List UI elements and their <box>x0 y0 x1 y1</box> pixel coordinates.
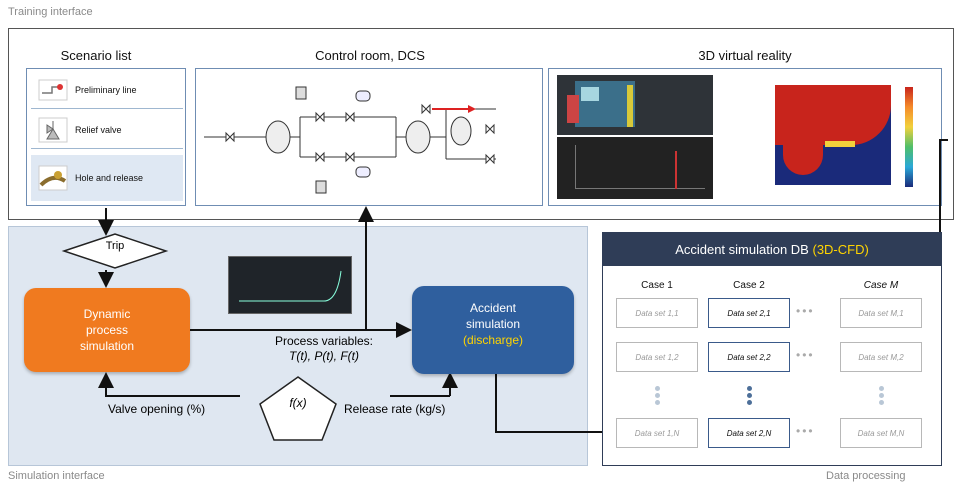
db-ellipsis-h: ••• <box>796 348 815 362</box>
db-case-header: Case M <box>863 280 899 291</box>
scenario-item-label: Hole and release <box>75 173 144 183</box>
db-ellipsis-h: ••• <box>796 304 815 318</box>
db-ellipsis-v <box>746 384 752 407</box>
dynamic-process-simulation-label: Dynamic process simulation <box>79 307 135 353</box>
fx-label: f(x) <box>289 396 307 410</box>
process-variables-list: T(t), P(t), F(t) <box>289 349 359 363</box>
trip-diamond <box>61 233 169 269</box>
control-room-title: Control room, DCS <box>315 48 425 63</box>
relief-valve-icon <box>37 117 69 143</box>
accident-simulation-box <box>412 286 574 374</box>
accident-simulation-line2: simulation <box>465 317 521 331</box>
scenario-item-hole-release[interactable]: Hole and release <box>31 155 183 201</box>
db-cell: Data set 2,N <box>708 418 790 448</box>
db-ellipsis-v <box>878 384 884 407</box>
accident-simulation-line1: Accident <box>469 301 517 315</box>
vr-cfd-contour <box>775 85 891 185</box>
db-cell: Data set M,N <box>840 418 922 448</box>
scenario-list-title: Scenario list <box>60 48 132 63</box>
vr-color-scale <box>905 87 913 187</box>
hole-release-icon <box>37 165 69 191</box>
vr-3d-view <box>557 75 713 135</box>
db-cell: Data set 1,1 <box>616 298 698 328</box>
process-trend-plot <box>228 256 352 314</box>
db-cell: Data set 2,2 <box>708 342 790 372</box>
dcs-panel <box>195 68 543 206</box>
accident-db-header: Accident simulation DB (3D-CFD) <box>602 232 942 266</box>
accident-simulation-line3: (discharge) <box>462 333 524 347</box>
release-rate-label: Release rate (kg/s) <box>344 402 446 416</box>
scenario-item-label: Preliminary line <box>75 84 137 95</box>
db-case-header: Case 1 <box>641 280 673 291</box>
valve-opening-label: Valve opening (%) <box>108 402 206 416</box>
db-cell: Data set 1,2 <box>616 342 698 372</box>
db-cell: Data set M,1 <box>840 298 922 328</box>
db-cell: Data set 2,1 <box>708 298 790 328</box>
pipeline-icon <box>37 77 69 103</box>
accident-db-title: Accident simulation DB <box>675 241 809 257</box>
scenario-list-panel: Preliminary line Relief valve Hole and r… <box>26 68 186 206</box>
process-variables-label: Process variables: T(t), P(t), F(t) <box>234 334 414 364</box>
vr-trend-chart <box>557 137 713 199</box>
vr-title: 3D virtual reality <box>698 48 792 63</box>
accident-db-title-accent: (3D-CFD) <box>812 241 869 257</box>
scenario-item-label: Relief valve <box>75 124 122 135</box>
vr-panel <box>548 68 942 206</box>
db-ellipsis-h: ••• <box>796 424 815 438</box>
accident-simulation-label: Accident simulation (discharge) <box>412 300 574 348</box>
dynamic-process-simulation-box <box>24 288 190 372</box>
dcs-process-flow-diagram <box>204 86 496 194</box>
scenario-item-relief-valve[interactable]: Relief valve <box>31 111 183 149</box>
db-cell: Data set 1,N <box>616 418 698 448</box>
fx-pentagon <box>259 376 337 441</box>
training-interface-label: Training interface <box>8 6 93 18</box>
data-processing-label: Data processing <box>826 470 906 482</box>
process-variables-title: Process variables: <box>274 334 374 348</box>
simulation-interface-label: Simulation interface <box>8 470 105 482</box>
scenario-item-preliminary-line[interactable]: Preliminary line <box>31 71 183 109</box>
db-cell: Data set M,2 <box>840 342 922 372</box>
db-case-header: Case 2 <box>733 280 765 291</box>
db-ellipsis-v <box>654 384 660 407</box>
trip-label: Trip <box>105 240 125 252</box>
